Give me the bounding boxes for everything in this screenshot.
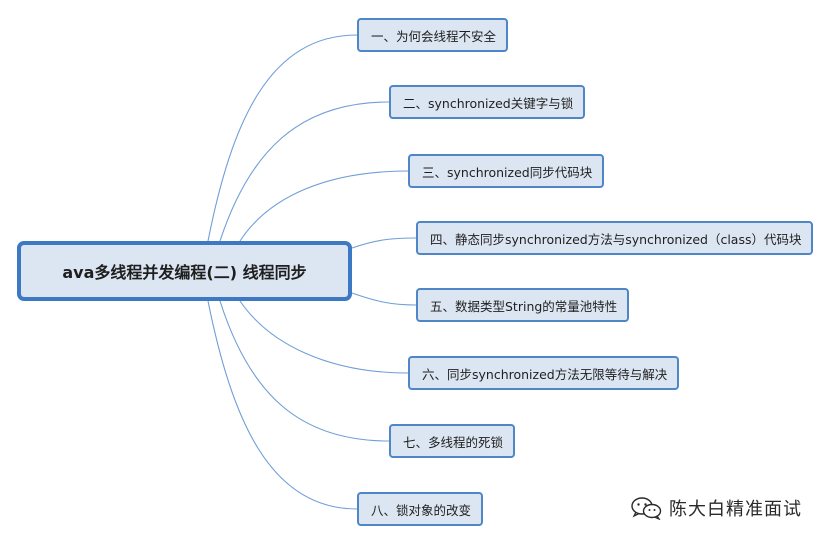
connector-2 (219, 101, 390, 242)
connector-3 (239, 170, 409, 242)
branch-6[interactable]: 六、同步synchronized方法无限等待与解决 (408, 356, 680, 390)
connector-6 (239, 300, 409, 374)
connector-5 (351, 292, 417, 306)
branch-1[interactable]: 一、为何会线程不安全 (357, 18, 509, 52)
branch-8[interactable]: 八、锁对象的改变 (357, 492, 484, 526)
branch-3[interactable]: 三、synchronized同步代码块 (408, 154, 605, 188)
connector-1 (207, 34, 358, 242)
branch-4[interactable]: 四、静态同步synchronized方法与synchronized（class）… (416, 221, 814, 255)
wechat-icon (631, 497, 662, 520)
branch-2[interactable]: 二、synchronized关键字与锁 (389, 85, 586, 119)
watermark-text: 陈大白精准面试 (669, 499, 802, 520)
connector-7 (219, 300, 390, 442)
watermark: 陈大白精准面试 (629, 494, 802, 522)
connector-4 (351, 237, 417, 249)
branch-5[interactable]: 五、数据类型String的常量池特性 (416, 288, 630, 322)
central-topic[interactable]: ava多线程并发编程(二) 线程同步 (17, 241, 352, 301)
connector-8 (207, 300, 358, 510)
branch-7[interactable]: 七、多线程的死锁 (389, 424, 516, 458)
